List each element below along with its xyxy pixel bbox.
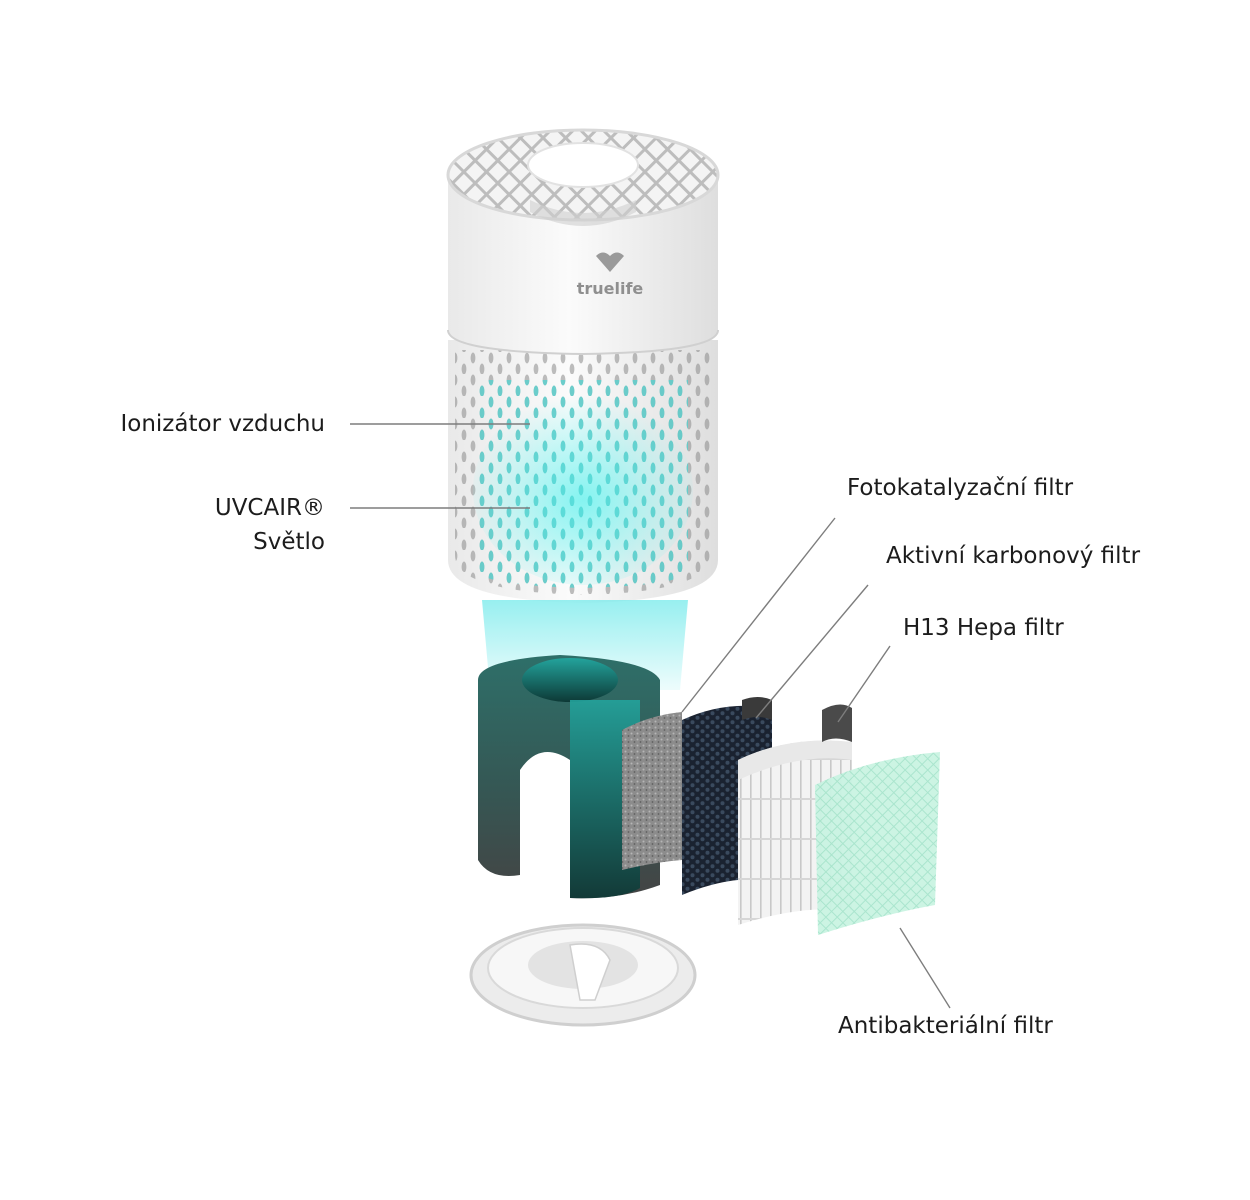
label-photocatalytic: Fotokatalyzační filtr xyxy=(847,475,1074,501)
brand-wordmark: truelife xyxy=(577,279,644,298)
photocatalytic-filter xyxy=(622,712,682,870)
leader-lines xyxy=(350,423,951,1009)
base-plate xyxy=(469,923,697,1027)
label-hepa: H13 Hepa filtr xyxy=(903,615,1064,641)
purifier-unit: truelife xyxy=(446,128,720,690)
leader-hepa xyxy=(837,645,891,723)
antibacterial-filter xyxy=(815,752,940,935)
truelife-logo: truelife xyxy=(577,252,644,298)
top-sensor-disc xyxy=(527,142,639,188)
leader-photocatalytic xyxy=(681,517,836,713)
label-uvcair-line2: Světlo xyxy=(253,529,325,555)
leader-active-carbon xyxy=(755,584,869,719)
label-antibacterial: Antibakteriální filtr xyxy=(838,1013,1053,1039)
label-ionizer: Ionizátor vzduchu xyxy=(120,411,325,437)
upper-housing xyxy=(448,180,718,354)
leader-antibacterial xyxy=(899,927,951,1009)
label-active-carbon: Aktivní karbonový filtr xyxy=(886,543,1141,569)
label-uvcair-line1: UVCAIR® xyxy=(214,495,325,521)
